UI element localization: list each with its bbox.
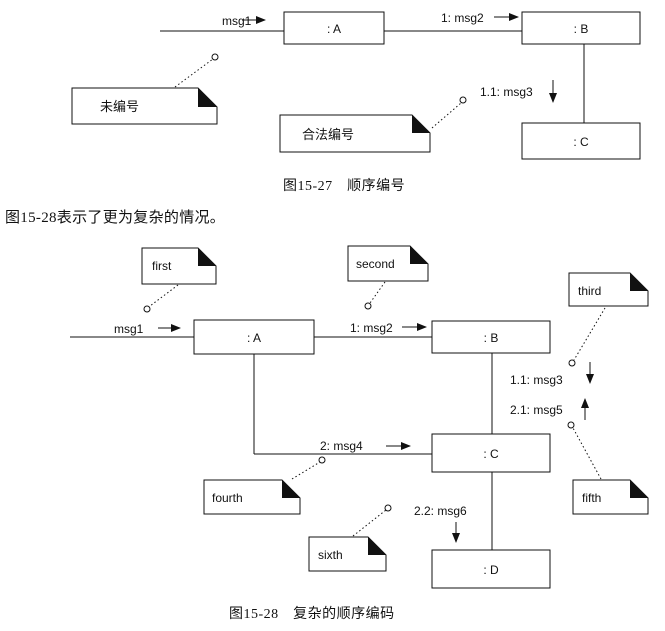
message-msg6: 2.2: msg6: [414, 504, 467, 518]
message-msg1: msg1: [222, 14, 252, 28]
message-msg5: 2.1: msg5: [510, 403, 563, 417]
message-msg2: 1: msg2: [441, 11, 484, 25]
message-msg3: 1.1: msg3: [480, 85, 533, 99]
message-msg2: 1: msg2: [350, 321, 393, 335]
note-fifth-text: fifth: [582, 491, 601, 505]
note-unnumbered-text: 未编号: [100, 99, 139, 114]
figure-caption-15-27: 图15-27 顺序编号: [283, 179, 406, 194]
note-fourth-text: fourth: [212, 491, 243, 505]
note-third-text: third: [578, 284, 601, 298]
figure-15-28: : A : B : C : D msg1 1: msg2 1.1: msg3 2…: [70, 245, 649, 589]
note-sixth-text: sixth: [318, 548, 343, 562]
note-legal-numbering-text: 合法编号: [302, 127, 354, 142]
figure-caption-15-28: 图15-28 复杂的顺序编码: [229, 607, 395, 622]
note-fifth: fifth: [567, 421, 649, 515]
object-b: : B: [431, 320, 551, 354]
object-b-label: : B: [574, 22, 589, 36]
note-second-text: second: [356, 257, 395, 271]
object-b-label: : B: [484, 331, 499, 345]
figure-15-27: : A : B : C msg1 1: msg2 1.1: msg3 未编号: [71, 11, 641, 160]
note-fourth: fourth: [203, 456, 326, 515]
object-a-label: : A: [327, 22, 341, 36]
object-b: : B: [521, 11, 641, 45]
message-msg1: msg1: [114, 322, 144, 336]
note-legal-numbering: 合法编号: [279, 96, 467, 153]
message-msg4: 2: msg4: [320, 439, 363, 453]
object-d-label: : D: [483, 563, 499, 577]
object-a: : A: [283, 11, 385, 45]
object-c: : C: [431, 433, 551, 473]
object-c-label: : C: [573, 135, 589, 149]
object-a-label: : A: [247, 331, 261, 345]
note-third: third: [568, 272, 649, 367]
note-first-text: first: [152, 259, 172, 273]
note-unnumbered: 未编号: [71, 53, 219, 125]
object-d: : D: [431, 549, 551, 589]
message-msg3: 1.1: msg3: [510, 373, 563, 387]
object-c-label: : C: [483, 447, 499, 461]
object-c: : C: [521, 122, 641, 160]
note-first: first: [141, 247, 217, 313]
note-second: second: [347, 245, 429, 310]
body-paragraph: 图15-28表示了更为复杂的情况。: [5, 210, 226, 226]
object-a: : A: [193, 319, 315, 355]
note-sixth: sixth: [308, 504, 392, 572]
